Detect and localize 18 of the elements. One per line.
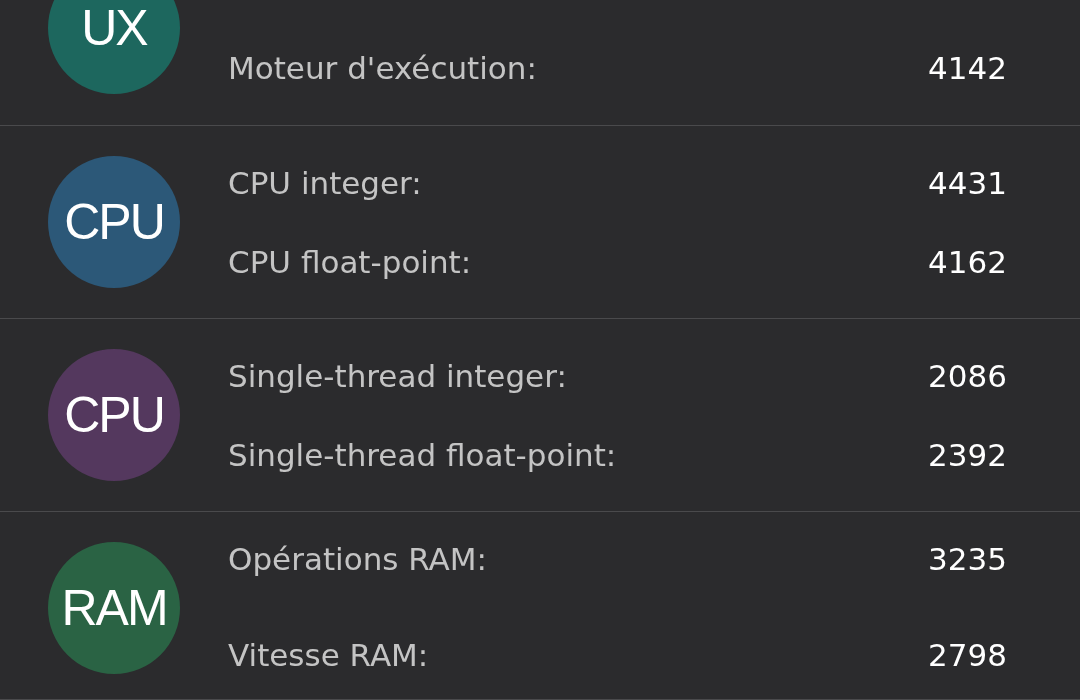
category-badge: RAM (48, 542, 180, 674)
metric-label: Single-thread integer: (228, 358, 567, 394)
metric-label: CPU float-point: (228, 244, 472, 280)
score-value: 4162 (928, 244, 1007, 280)
metric-label: Single-thread float-point: (228, 437, 617, 473)
category-badge: CPU (48, 156, 180, 288)
category-badge: UX (48, 0, 180, 94)
score-value: 2086 (928, 358, 1007, 394)
score-value: 4431 (928, 165, 1007, 201)
score-value: 4142 (928, 50, 1007, 86)
category-badge: CPU (48, 349, 180, 481)
metric-label: CPU integer: (228, 165, 422, 201)
score-value: 2392 (928, 437, 1007, 473)
metric-label: Moteur d'exécution: (228, 50, 537, 86)
score-value: 3235 (928, 541, 1007, 577)
score-value: 2798 (928, 637, 1007, 673)
metric-label: Vitesse RAM: (228, 637, 429, 673)
metric-label: Opérations RAM: (228, 541, 487, 577)
